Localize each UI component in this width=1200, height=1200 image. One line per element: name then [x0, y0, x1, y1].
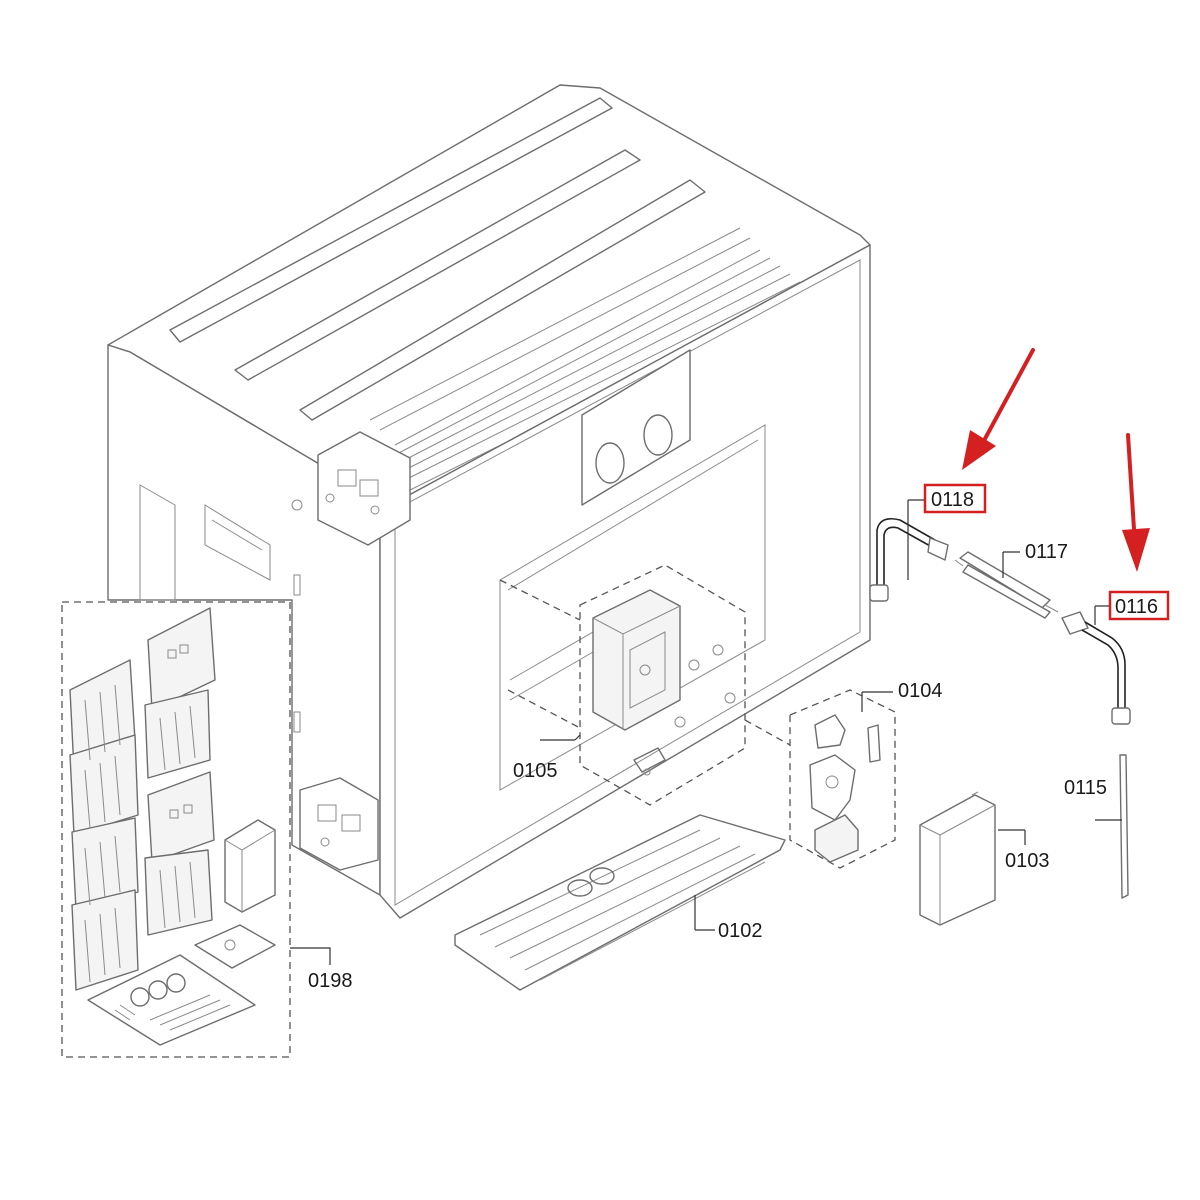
label-0105: 0105	[513, 760, 558, 782]
part-0117-connector	[954, 551, 1059, 619]
part-0115-rod	[1119, 754, 1129, 899]
red-arrow-shaft-0118	[978, 348, 1035, 450]
highlight-box-0116	[1108, 590, 1170, 621]
red-arrow-head-0116	[1122, 528, 1150, 572]
label-0103: 0103	[1005, 850, 1050, 872]
red-arrow-shaft-0116	[1126, 433, 1137, 547]
label-0104: 0104	[898, 680, 943, 702]
part-labels: 0118 0117 0116 0115 0104 0105 0103 0102 …	[308, 489, 1158, 992]
part-0198-kit	[61, 601, 291, 1058]
part-0102-grille	[454, 814, 786, 991]
part-0116-tube	[1061, 611, 1131, 725]
label-0115: 0115	[1064, 777, 1107, 799]
highlight-box-0118	[923, 483, 987, 514]
part-0103-cover	[919, 791, 996, 926]
leader-lines	[290, 499, 1122, 965]
label-0116: 0116	[1115, 596, 1158, 618]
highlight-markers	[923, 348, 1170, 621]
part-0104-assembly	[744, 689, 896, 869]
label-0117: 0117	[1025, 541, 1068, 563]
label-0198: 0198	[308, 970, 353, 992]
label-0118: 0118	[931, 489, 974, 511]
label-0102: 0102	[718, 920, 763, 942]
machine-housing	[107, 84, 871, 919]
part-0105-assembly	[499, 564, 746, 806]
part-0118-tube	[869, 517, 949, 602]
red-arrow-head-0118	[962, 430, 996, 470]
